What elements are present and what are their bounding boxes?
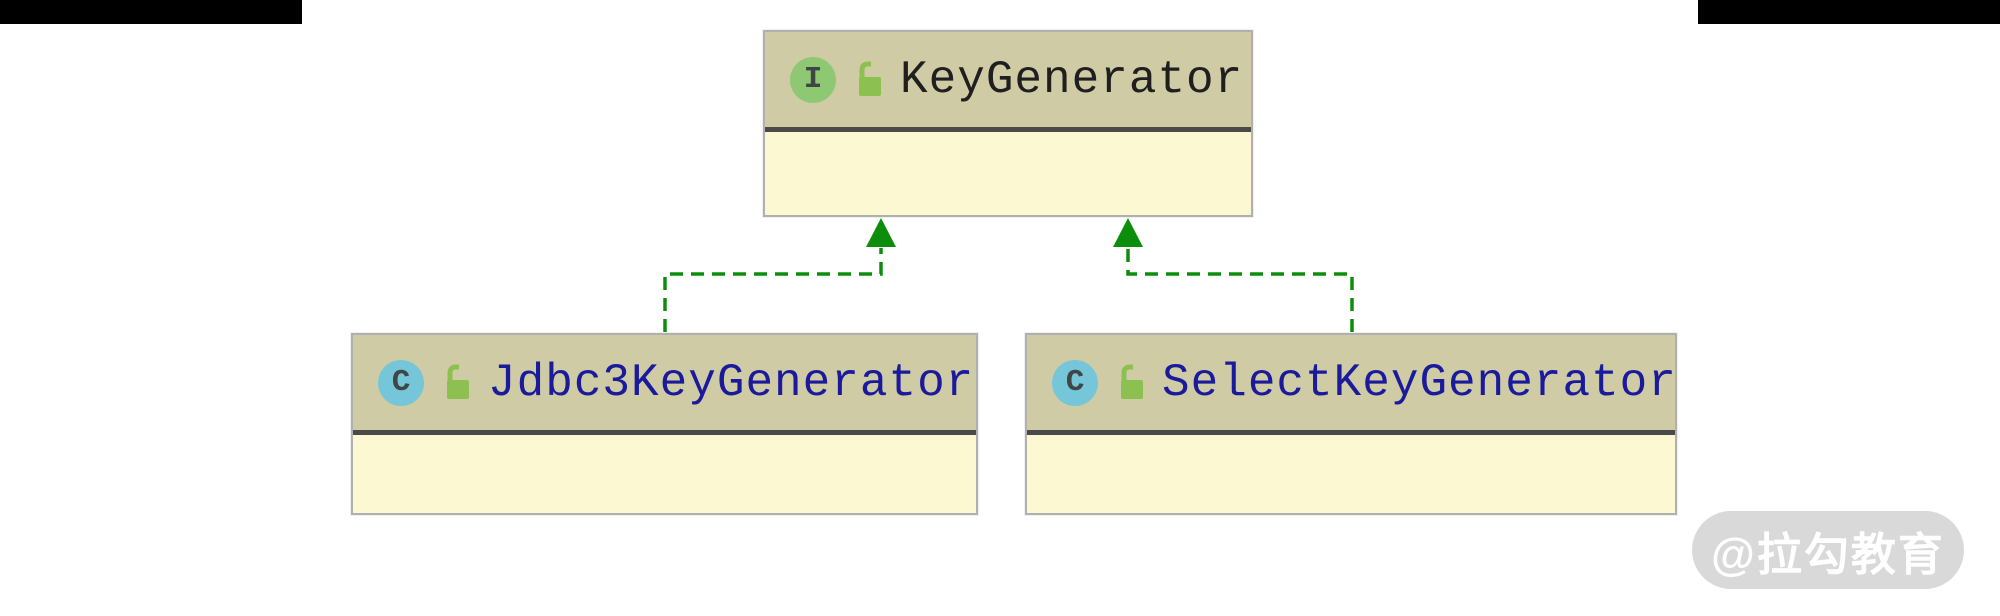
uml-node-jdbc3keygenerator[interactable]: C Jdbc3KeyGenerator [351, 333, 978, 515]
top-right-black-bar [1698, 0, 2000, 24]
watermark-badge: @拉勾教育 [1692, 511, 1964, 589]
node-title: SelectKeyGenerator [1162, 356, 1677, 409]
node-header: C SelectKeyGenerator [1027, 335, 1677, 430]
open-lock-icon [1121, 364, 1143, 399]
compartment-separator [1027, 430, 1675, 435]
node-title: Jdbc3KeyGenerator [488, 356, 975, 409]
node-title: KeyGenerator [900, 53, 1244, 106]
interface-badge-icon: I [790, 56, 836, 103]
class-badge-icon: C [378, 359, 424, 406]
open-lock-icon [447, 364, 469, 399]
uml-node-selectkeygenerator[interactable]: C SelectKeyGenerator [1025, 333, 1677, 515]
edge-jdbc3-implements-keygenerator [663, 218, 896, 332]
open-lock-icon [859, 61, 881, 96]
implements-arrowhead-icon [1113, 218, 1143, 247]
node-header: I KeyGenerator [765, 32, 1251, 127]
top-left-black-bar [0, 0, 302, 24]
members-compartment [1027, 435, 1675, 513]
members-compartment [765, 132, 1251, 215]
node-header: C Jdbc3KeyGenerator [353, 335, 976, 430]
compartment-separator [353, 430, 976, 435]
compartment-separator [765, 127, 1251, 132]
uml-node-keygenerator[interactable]: I KeyGenerator [763, 30, 1253, 217]
members-compartment [353, 435, 976, 513]
class-badge-icon: C [1052, 359, 1098, 406]
implements-arrowhead-icon [866, 218, 896, 247]
edge-selectkey-implements-keygenerator [1113, 218, 1354, 332]
